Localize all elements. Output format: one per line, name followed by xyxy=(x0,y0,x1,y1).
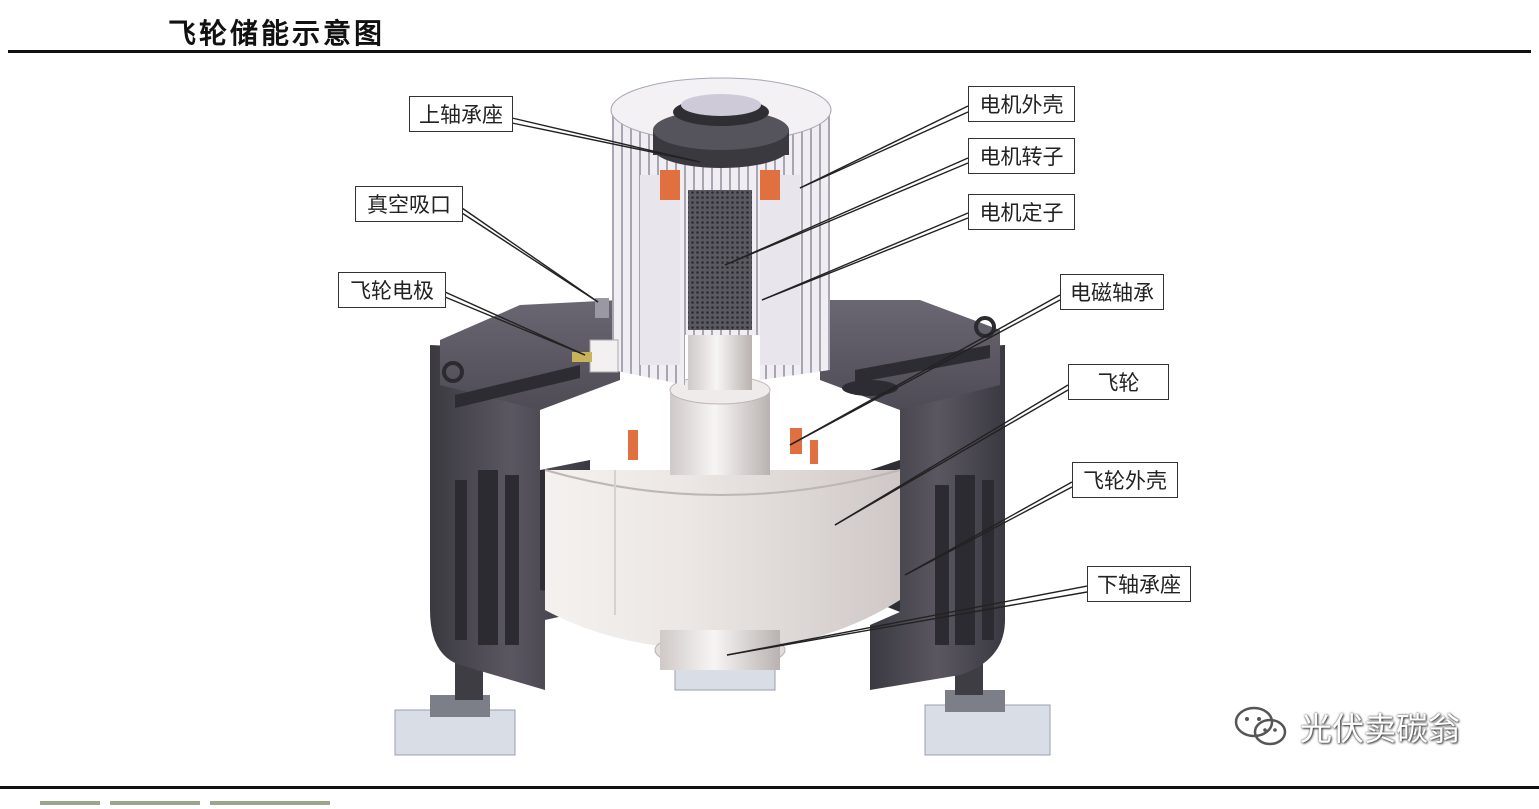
top-divider xyxy=(8,50,1531,53)
left-foot xyxy=(394,655,516,756)
bottom-divider xyxy=(0,786,1539,789)
label-flywheel-housing: 飞轮外壳 xyxy=(1072,462,1178,498)
watermark: 光伏卖碳翁 xyxy=(1232,704,1460,750)
flywheel-disk xyxy=(544,469,901,650)
upper-bearing-seat xyxy=(653,94,789,168)
motor-rotor xyxy=(660,170,780,330)
leader-lines xyxy=(444,105,1088,656)
label-magnetic-bearing: 电磁轴承 xyxy=(1060,274,1164,310)
flywheel-electrode-part xyxy=(572,339,619,373)
main-shaft xyxy=(628,330,818,475)
label-lower-bearing-seat: 下轴承座 xyxy=(1087,566,1191,602)
label-motor-stator: 电机定子 xyxy=(968,194,1075,230)
lower-bearing-seat xyxy=(654,630,786,670)
label-upper-bearing-seat: 上轴承座 xyxy=(409,96,513,132)
page-title: 飞轮储能示意图 xyxy=(168,17,386,50)
label-flywheel-electrode: 飞轮电极 xyxy=(338,272,446,308)
label-motor-housing: 电机外壳 xyxy=(968,86,1075,122)
wechat-icon xyxy=(1234,706,1287,746)
watermark-text: 光伏卖碳翁 xyxy=(1300,710,1461,748)
center-foot xyxy=(674,667,776,691)
right-foot xyxy=(924,650,1051,756)
label-motor-rotor: 电机转子 xyxy=(968,138,1075,174)
label-flywheel: 飞轮 xyxy=(1068,364,1169,400)
vacuum-port-part xyxy=(595,298,609,318)
bottom-caption-fragment xyxy=(40,790,440,805)
leader-upper-bearing-seat xyxy=(511,117,701,163)
label-vacuum-port: 真空吸口 xyxy=(355,186,463,222)
